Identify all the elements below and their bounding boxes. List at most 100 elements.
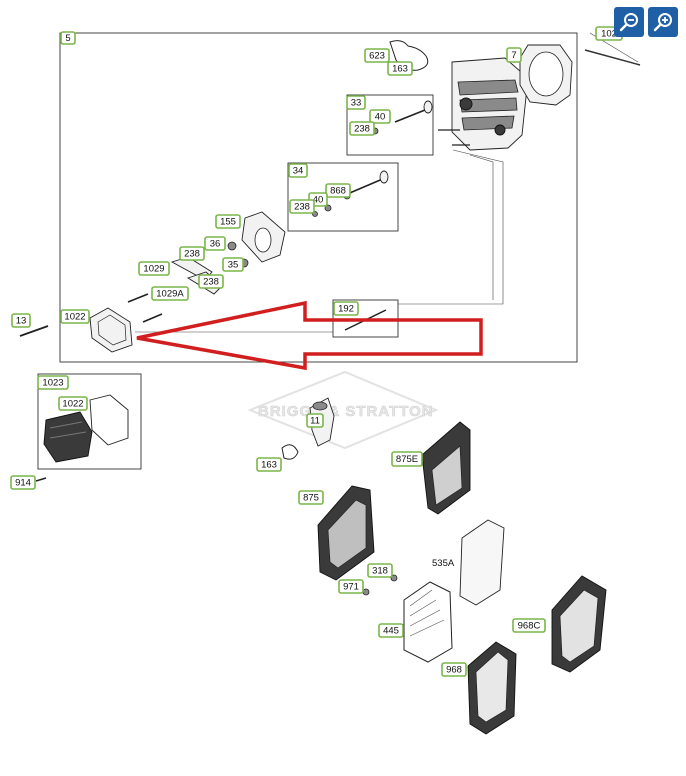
bolt-102-part — [584, 49, 641, 66]
part-label-text: 163 — [261, 460, 277, 471]
part-label-text: 238 — [203, 277, 219, 288]
part-label-text: 875E — [396, 454, 418, 465]
watermark-text: BRIGGS & STRATTON — [258, 403, 434, 420]
part-label-5[interactable]: 5 — [60, 31, 76, 45]
part-label-box — [288, 163, 308, 178]
part-label-40a[interactable]: 40 — [369, 109, 391, 124]
part-label-box — [298, 490, 324, 505]
part-label-text: 1022 — [64, 312, 85, 323]
part-label-445[interactable]: 445 — [378, 623, 404, 638]
part-label-box — [338, 579, 364, 594]
zoom-in-icon — [653, 13, 672, 32]
part-label-box — [58, 396, 88, 411]
rocker-housing-155-part — [241, 211, 286, 263]
part-label-1029a[interactable]: 1029A — [151, 286, 189, 301]
part-label-33[interactable]: 33 — [346, 95, 366, 110]
part-label-11[interactable]: 11 — [306, 413, 324, 428]
pre-filter-535a-part — [459, 519, 505, 606]
frame-valve-33 — [346, 94, 434, 156]
zoom-out-button[interactable] — [614, 7, 644, 37]
part-label-box — [325, 183, 351, 198]
part-label-box — [369, 109, 391, 124]
part-label-1023[interactable]: 1023 — [37, 375, 69, 390]
air-filter-cover-968-part — [467, 641, 517, 735]
part-label-text: 40 — [313, 195, 324, 206]
part-label-text: 875 — [303, 493, 319, 504]
part-label-box — [506, 47, 522, 63]
part-label-238a[interactable]: 238 — [349, 121, 375, 136]
part-label-box — [204, 236, 226, 251]
part-label-box — [441, 662, 467, 677]
part-label-text: 238 — [354, 124, 370, 135]
part-label-text: 445 — [383, 626, 399, 637]
air-filter-base-875e-part — [421, 421, 471, 515]
part-label-318[interactable]: 318 — [367, 563, 393, 578]
bolt-13-part — [19, 325, 49, 337]
part-label-163b[interactable]: 163 — [256, 457, 282, 472]
part-label-13[interactable]: 13 — [11, 313, 31, 328]
part-label-34[interactable]: 34 — [288, 163, 308, 178]
part-label-868[interactable]: 868 — [325, 183, 351, 198]
part-label-968c[interactable]: 968C — [512, 618, 546, 633]
part-label-box — [138, 261, 170, 276]
part-label-7[interactable]: 7 — [506, 47, 522, 63]
part-label-text: 623 — [369, 51, 385, 62]
part-label-text: 914 — [15, 478, 31, 489]
part-label-box — [333, 301, 359, 316]
part-label-155[interactable]: 155 — [215, 214, 241, 229]
part-label-35[interactable]: 35 — [222, 257, 244, 272]
part-label-box — [306, 413, 324, 428]
part-label-box — [378, 623, 404, 638]
part-label-text: 102 — [601, 29, 617, 40]
part-label-box — [215, 214, 241, 229]
part-label-238b[interactable]: 238 — [289, 199, 315, 214]
assembly-line-2 — [469, 154, 494, 300]
part-label-text: 238 — [294, 202, 310, 213]
valve-cover-part — [43, 394, 129, 463]
part-label-box — [367, 563, 393, 578]
part-label-text: 40 — [375, 112, 386, 123]
part-label-623[interactable]: 623 — [364, 48, 390, 63]
part-label-text: 1029A — [156, 289, 184, 300]
part-label-box — [37, 375, 69, 390]
part-label-text: 1029 — [143, 264, 164, 275]
filter-cartridge-445-part — [403, 581, 453, 663]
part-label-text: 11 — [310, 416, 320, 427]
part-label-text: 238 — [184, 249, 200, 260]
frame-valve-34 — [287, 162, 399, 232]
part-label-box — [289, 199, 315, 214]
part-label-971[interactable]: 971 — [338, 579, 364, 594]
part-label-163a[interactable]: 163 — [387, 61, 413, 76]
part-label-238d[interactable]: 238 — [198, 274, 224, 289]
brand-watermark: BRIGGS & STRATTON — [247, 370, 439, 450]
highlight-arrow — [136, 300, 483, 371]
part-label-text: 34 — [293, 166, 304, 177]
part-label-text: 13 — [16, 316, 27, 327]
part-label-text: 868 — [330, 186, 346, 197]
assembly-line-1 — [398, 149, 504, 305]
frame-cylinder-head-assembly — [59, 32, 578, 363]
zoom-in-button[interactable] — [648, 7, 678, 37]
part-label-36[interactable]: 36 — [204, 236, 226, 251]
valve-33-part — [371, 100, 470, 146]
part-label-box — [349, 121, 375, 136]
part-label-box — [512, 618, 546, 633]
part-label-text: 1023 — [42, 378, 63, 389]
screw-971-part — [362, 588, 370, 596]
part-label-968[interactable]: 968 — [441, 662, 467, 677]
part-label-1022a[interactable]: 1022 — [60, 309, 90, 324]
part-label-238c[interactable]: 238 — [179, 246, 205, 261]
part-label-914[interactable]: 914 — [10, 475, 36, 490]
part-label-1022b[interactable]: 1022 — [58, 396, 88, 411]
part-label-535a: 535A — [432, 558, 455, 569]
head-gasket-part — [519, 44, 573, 106]
part-label-875e[interactable]: 875E — [391, 451, 423, 467]
part-label-box — [391, 451, 423, 467]
part-label-box — [387, 61, 413, 76]
part-label-192[interactable]: 192 — [333, 301, 359, 316]
part-label-text: 1022 — [62, 399, 83, 410]
part-label-box — [222, 257, 244, 272]
part-label-1029[interactable]: 1029 — [138, 261, 170, 276]
part-label-box — [60, 31, 76, 45]
part-label-875[interactable]: 875 — [298, 490, 324, 505]
